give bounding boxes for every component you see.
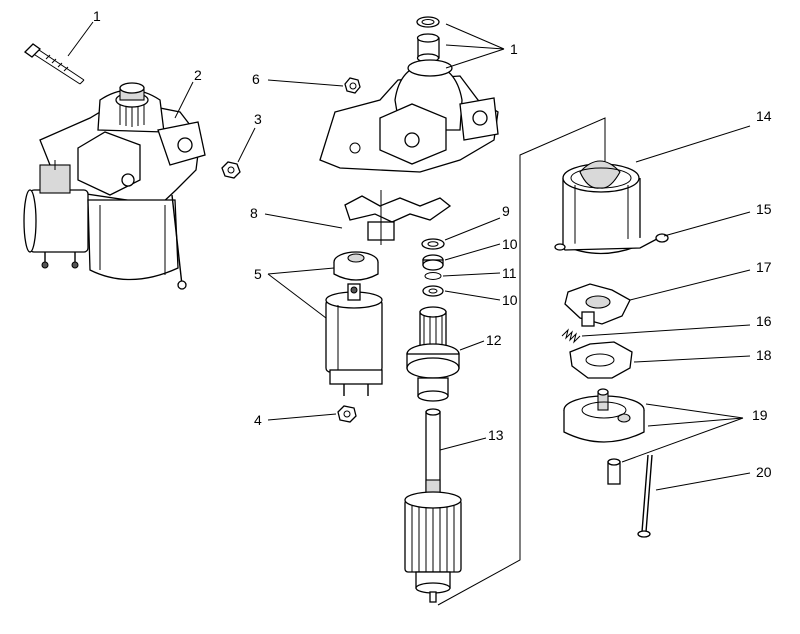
callout-13: 13: [488, 427, 504, 443]
callout-18: 18: [756, 347, 772, 363]
part-spring: [561, 328, 581, 344]
callout-9: 9: [502, 203, 510, 219]
part-through-bolt: [637, 454, 653, 538]
callout-10-lower: 10: [502, 292, 518, 308]
callout-12: 12: [486, 332, 502, 348]
leader-lines: [67, 21, 751, 491]
part-nut-6: [344, 77, 361, 94]
part-drive-housing: [319, 59, 499, 173]
callout-2: 2: [194, 67, 202, 83]
callout-16: 16: [756, 313, 772, 329]
part-brush-plate: [569, 341, 633, 379]
callout-1-bolt: 1: [93, 8, 101, 24]
part-starter-assembly: [23, 82, 206, 290]
callout-1-bushings: 1: [510, 41, 518, 57]
callout-6: 6: [252, 71, 260, 87]
callout-3: 3: [254, 111, 262, 127]
part-nut-3: [221, 161, 241, 179]
part-shift-lever: [344, 190, 452, 245]
part-bushing-set: [416, 16, 440, 63]
assembly-path: [437, 117, 606, 606]
part-armature: [404, 408, 462, 603]
part-field-frame: [562, 160, 641, 255]
callout-10-upper: 10: [502, 236, 518, 252]
callout-14: 14: [756, 108, 772, 124]
part-pinion-clutch: [406, 306, 460, 402]
callout-5: 5: [254, 266, 262, 282]
callout-17: 17: [756, 259, 772, 275]
callout-labels: 1 2 3 1 6 14 15 8 9 10 11 10 5 17 16 12 …: [93, 8, 772, 480]
part-nut-4: [337, 405, 357, 423]
callout-15: 15: [756, 201, 772, 217]
callout-11: 11: [502, 265, 517, 281]
part-brush-holder: [564, 283, 631, 327]
part-solenoid: [325, 251, 383, 396]
callout-8: 8: [250, 205, 258, 221]
part-washers-rings: [421, 238, 445, 297]
callout-4: 4: [254, 412, 262, 428]
part-bolt-left: [23, 43, 85, 85]
callout-20: 20: [756, 464, 772, 480]
callout-19: 19: [752, 407, 768, 423]
part-end-cap: [563, 388, 645, 485]
